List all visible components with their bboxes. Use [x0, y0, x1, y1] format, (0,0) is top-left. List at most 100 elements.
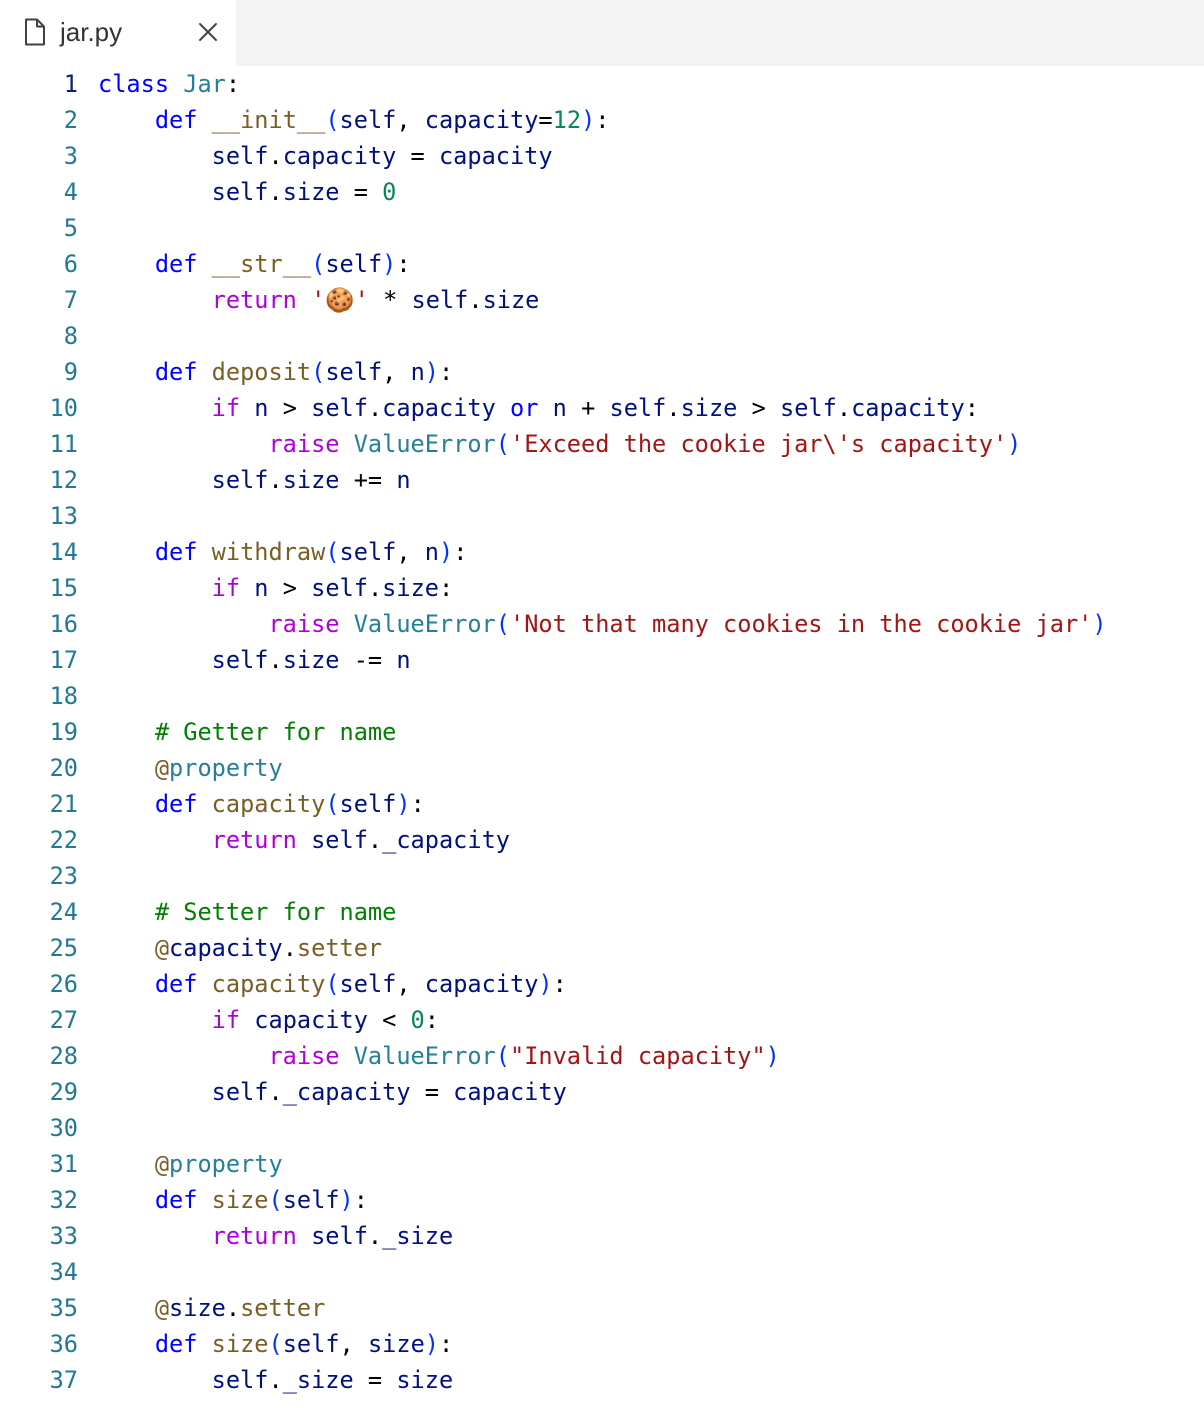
code-line[interactable]: 19 # Getter for name [0, 714, 1204, 750]
code-line[interactable]: 13 [0, 498, 1204, 534]
code-token: * [368, 286, 412, 314]
code-token: def [154, 790, 198, 818]
code-text: self.size -= n [98, 642, 411, 678]
code-token [240, 394, 254, 422]
code-line[interactable]: 32 def size(self): [0, 1182, 1204, 1218]
code-token: if [211, 394, 241, 422]
code-line[interactable]: 2 def __init__(self, capacity=12): [0, 102, 1204, 138]
code-token: capacity [438, 142, 553, 170]
code-line[interactable]: 18 [0, 678, 1204, 714]
code-token: # Getter for name [154, 718, 397, 746]
code-line[interactable]: 28 raise ValueError("Invalid capacity") [0, 1038, 1204, 1074]
code-token: @ [154, 1294, 170, 1322]
line-number: 4 [63, 178, 78, 206]
code-line[interactable]: 26 def capacity(self, capacity): [0, 966, 1204, 1002]
tab-jar-py[interactable]: jar.py [0, 0, 236, 66]
code-line[interactable]: 3 self.capacity = capacity [0, 138, 1204, 174]
code-line[interactable]: 25 @capacity.setter [0, 930, 1204, 966]
code-line[interactable]: 8 [0, 318, 1204, 354]
code-token: : [552, 970, 567, 998]
code-line[interactable]: 22 return self._capacity [0, 822, 1204, 858]
code-line[interactable]: 6 def __str__(self): [0, 246, 1204, 282]
code-token: capacity [211, 790, 326, 818]
code-token: . [836, 394, 852, 422]
code-line[interactable]: 16 raise ValueError('Not that many cooki… [0, 606, 1204, 642]
code-token: self [311, 1222, 368, 1250]
code-line[interactable]: 21 def capacity(self): [0, 786, 1204, 822]
code-token: @ [154, 934, 170, 962]
code-token: self [325, 358, 383, 386]
code-line[interactable]: 23 [0, 858, 1204, 894]
code-token [98, 178, 212, 206]
code-text: self._capacity = capacity [98, 1074, 567, 1110]
code-token: or [510, 394, 539, 422]
line-number: 13 [49, 502, 78, 530]
code-text: # Getter for name [98, 714, 396, 750]
line-number: 37 [49, 1366, 78, 1394]
code-line[interactable]: 29 self._capacity = capacity [0, 1074, 1204, 1110]
code-line[interactable]: 14 def withdraw(self, n): [0, 534, 1204, 570]
code-line[interactable]: 9 def deposit(self, n): [0, 354, 1204, 390]
code-line[interactable]: 24 # Setter for name [0, 894, 1204, 930]
code-token: _size [382, 1222, 454, 1250]
code-token: property [169, 1150, 283, 1178]
code-token [98, 826, 212, 854]
code-token: self [311, 574, 368, 602]
code-token: raise [268, 430, 340, 458]
line-number: 17 [49, 646, 78, 674]
line-number: 32 [49, 1186, 78, 1214]
code-line[interactable]: 33 return self._size [0, 1218, 1204, 1254]
code-line[interactable]: 20 @property [0, 750, 1204, 786]
code-token: '🍪' [311, 286, 369, 314]
code-line[interactable]: 17 self.size -= n [0, 642, 1204, 678]
code-token: def [154, 106, 198, 134]
code-token: def [154, 538, 198, 566]
close-icon[interactable] [196, 20, 220, 44]
code-token: 0 [382, 178, 397, 206]
code-token [98, 898, 155, 926]
code-line[interactable]: 27 if capacity < 0: [0, 1002, 1204, 1038]
code-token: _capacity [282, 1078, 411, 1106]
code-token: , [396, 106, 425, 134]
code-line[interactable]: 10 if n > self.capacity or n + self.size… [0, 390, 1204, 426]
line-number: 30 [49, 1114, 78, 1142]
code-token [98, 142, 212, 170]
code-token [98, 1330, 155, 1358]
code-line[interactable]: 15 if n > self.size: [0, 570, 1204, 606]
code-token [197, 538, 211, 566]
code-token [98, 1042, 268, 1070]
code-line[interactable]: 31 @property [0, 1146, 1204, 1182]
line-number: 7 [63, 286, 78, 314]
code-token [169, 70, 183, 98]
line-number: 22 [49, 826, 78, 854]
code-line[interactable]: 11 raise ValueError('Exceed the cookie j… [0, 426, 1204, 462]
code-line[interactable]: 36 def size(self, size): [0, 1326, 1204, 1362]
code-token: ( [311, 358, 326, 386]
code-token: . [367, 826, 383, 854]
line-number: 21 [49, 790, 78, 818]
code-token: ( [311, 250, 326, 278]
code-token [538, 394, 552, 422]
line-number: 5 [63, 214, 78, 242]
code-line[interactable]: 37 self._size = size [0, 1362, 1204, 1398]
code-token: size [680, 394, 738, 422]
code-line[interactable]: 12 self.size += n [0, 462, 1204, 498]
line-number: 11 [49, 430, 78, 458]
line-number: 25 [49, 934, 78, 962]
code-token: __init__ [211, 106, 326, 134]
code-token: , [396, 970, 425, 998]
code-token: size [282, 178, 340, 206]
code-line[interactable]: 35 @size.setter [0, 1290, 1204, 1326]
code-token: self [325, 250, 383, 278]
code-token: n [396, 646, 411, 674]
code-token [98, 1006, 212, 1034]
code-line[interactable]: 34 [0, 1254, 1204, 1290]
code-line[interactable]: 4 self.size = 0 [0, 174, 1204, 210]
code-token: + [566, 394, 610, 422]
code-line[interactable]: 7 return '🍪' * self.size [0, 282, 1204, 318]
code-token [98, 790, 155, 818]
code-line[interactable]: 30 [0, 1110, 1204, 1146]
code-line[interactable]: 5 [0, 210, 1204, 246]
